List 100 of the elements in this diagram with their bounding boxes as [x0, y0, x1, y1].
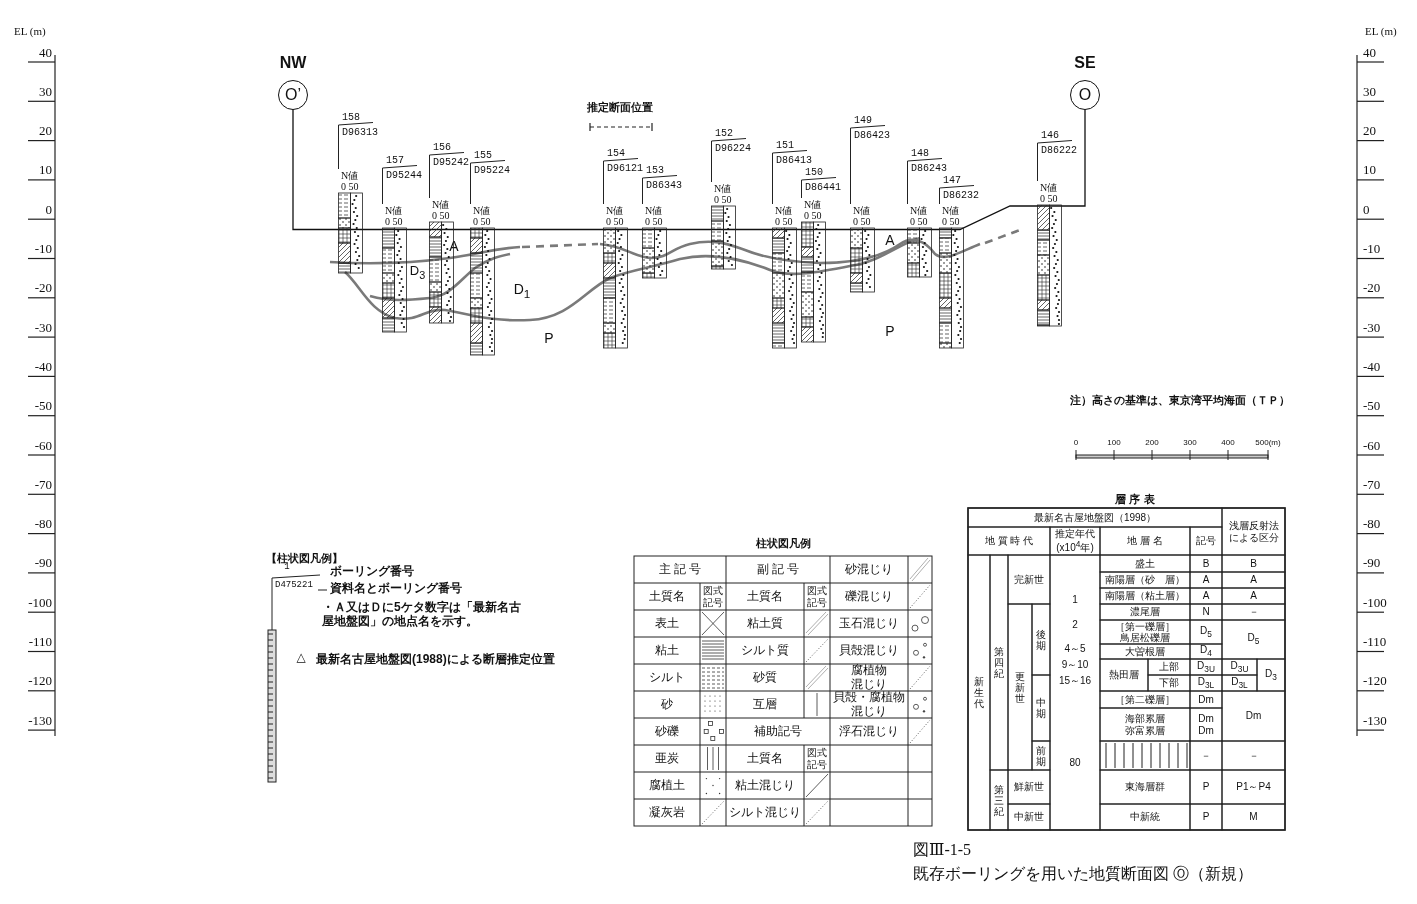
- table-header: 最新名古屋地盤図（1998）: [1033, 511, 1157, 524]
- table-text: 熱田層: [1109, 669, 1139, 681]
- axis-title: EL (m): [14, 24, 46, 38]
- table-text: －: [1248, 606, 1259, 618]
- section-end-marker: [278, 80, 308, 110]
- table-text: P1～P4: [1236, 781, 1271, 793]
- table-header: 補助記号: [754, 724, 802, 739]
- table-text: Dm Dm: [1197, 713, 1215, 736]
- n-value-scale: 0 50: [473, 216, 491, 227]
- table-header: 記号: [1196, 535, 1216, 547]
- axis-tick-label: -70: [1363, 477, 1381, 493]
- table-text: 砂混じり: [845, 562, 893, 577]
- table-text: 鮮新世: [1014, 781, 1044, 793]
- table-text: 中期: [1036, 697, 1046, 719]
- table-text: 腐植物混じり: [851, 663, 887, 691]
- boring-number: 150: [805, 167, 823, 178]
- borehole-log: [801, 198, 826, 342]
- n-value-scale: 0 50: [432, 210, 450, 221]
- table-text: 粘土混じり: [735, 778, 795, 793]
- boring-number: 152: [715, 128, 733, 139]
- table-text: 腐植土: [649, 778, 685, 793]
- boring-number: 151: [776, 140, 794, 151]
- axis-tick-label: -30: [1363, 320, 1381, 336]
- legend-text: D475221: [275, 580, 313, 591]
- borehole-log: [642, 204, 667, 278]
- n-value-label: N値: [606, 205, 624, 216]
- axis-tick-label: 10: [1363, 163, 1376, 179]
- table-text: 盛土: [1135, 557, 1155, 570]
- table-header: 地 質 時 代: [984, 535, 1034, 547]
- table-text: B: [1250, 557, 1257, 570]
- axis-tick-label: -30: [34, 320, 52, 336]
- table-text: ［第一礫層］鳥居松礫層: [1114, 620, 1176, 644]
- table-text: 第三紀: [994, 783, 1004, 817]
- table-text: 粘土: [655, 643, 679, 658]
- table-text: シルト質: [741, 643, 789, 658]
- scale-label: 200: [1145, 438, 1159, 448]
- table-text: シルト混じり: [729, 805, 801, 820]
- boring-id: D86423: [854, 130, 890, 141]
- section-mark-label: O: [1078, 87, 1092, 103]
- n-value-scale: 0 50: [714, 194, 732, 205]
- boring-number: 148: [911, 148, 929, 159]
- axis-tick-label: -110: [28, 635, 52, 650]
- table-text: 濃尾層: [1130, 606, 1160, 618]
- n-value-scale: 0 50: [942, 216, 960, 227]
- boring-number: 147: [943, 175, 961, 186]
- scale-label: 0: [1073, 438, 1079, 448]
- legend-text: ボーリング番号: [330, 565, 414, 579]
- scale-label: 400: [1221, 438, 1235, 448]
- axis-tick-label: 20: [39, 124, 52, 140]
- axis-tick-label: -80: [1363, 517, 1381, 533]
- table-title: 柱状図凡例: [755, 536, 811, 550]
- direction-label: SE: [1074, 54, 1096, 72]
- borehole-log: [1037, 181, 1062, 326]
- boring-id: D86343: [646, 180, 682, 191]
- table-text: 粘土質: [747, 616, 783, 631]
- axis-tick-label: -130: [28, 713, 52, 729]
- n-value-scale: 0 50: [1040, 193, 1058, 204]
- table-text: 図式記号: [702, 585, 724, 608]
- table-text: 砂: [661, 697, 673, 712]
- table-text: 中新統: [1130, 811, 1160, 823]
- stratum-label: D$_{1}$: [513, 281, 531, 301]
- boring-id: D95242: [433, 157, 469, 168]
- scale-label: 300: [1183, 438, 1197, 448]
- axis-tick-label: -40: [34, 359, 52, 375]
- n-value-scale: 0 50: [341, 181, 359, 192]
- table-text: 新生代: [974, 676, 984, 709]
- boring-id: D86441: [805, 182, 841, 193]
- boring-number: 154: [607, 148, 625, 159]
- boring-id: D96313: [342, 127, 378, 138]
- fault-symbol: △: [296, 651, 306, 665]
- table-text: 表土: [655, 616, 679, 631]
- boring-id: D86232: [943, 190, 979, 201]
- boring-id: D86243: [911, 163, 947, 174]
- n-value-label: N値: [432, 199, 450, 210]
- axis-tick-label: -120: [1363, 674, 1387, 690]
- n-value-scale: 0 50: [606, 216, 624, 227]
- n-value-scale: 0 50: [385, 216, 403, 227]
- table-text: 9～10: [1061, 659, 1089, 671]
- stratum-label: A: [885, 231, 895, 249]
- table-text: 土質名: [747, 751, 783, 766]
- table-text: A: [1250, 574, 1257, 586]
- axis-tick-label: 0: [45, 202, 52, 218]
- boring-number: 158: [342, 112, 360, 123]
- axis-tick-label: -60: [34, 438, 52, 454]
- boring-number: 149: [854, 115, 872, 126]
- figure-caption: 図Ⅲ-1-5 既存ボーリングを用いた地質断面図 Ⓞ（新規）: [913, 840, 1253, 884]
- table-header: 浅層反射法による区分: [1227, 520, 1280, 543]
- axis-tick-label: 40: [39, 45, 52, 61]
- legend-text: 資料名とボーリング番号: [330, 582, 462, 596]
- table-text: 礫混じり: [845, 589, 893, 604]
- n-value-label: N値: [910, 205, 928, 216]
- n-value-label: N値: [853, 205, 871, 216]
- annotation-text: 推定断面位置: [587, 100, 653, 114]
- n-value-scale: 0 50: [804, 210, 822, 221]
- axis-tick-label: -50: [1363, 399, 1381, 415]
- table-text: 第四紀: [994, 646, 1004, 679]
- table-header: 地 層 名: [1127, 535, 1163, 547]
- boring-id: D86413: [776, 155, 812, 166]
- axis-tick-label: -10: [34, 242, 52, 257]
- boring-number: 153: [646, 165, 664, 176]
